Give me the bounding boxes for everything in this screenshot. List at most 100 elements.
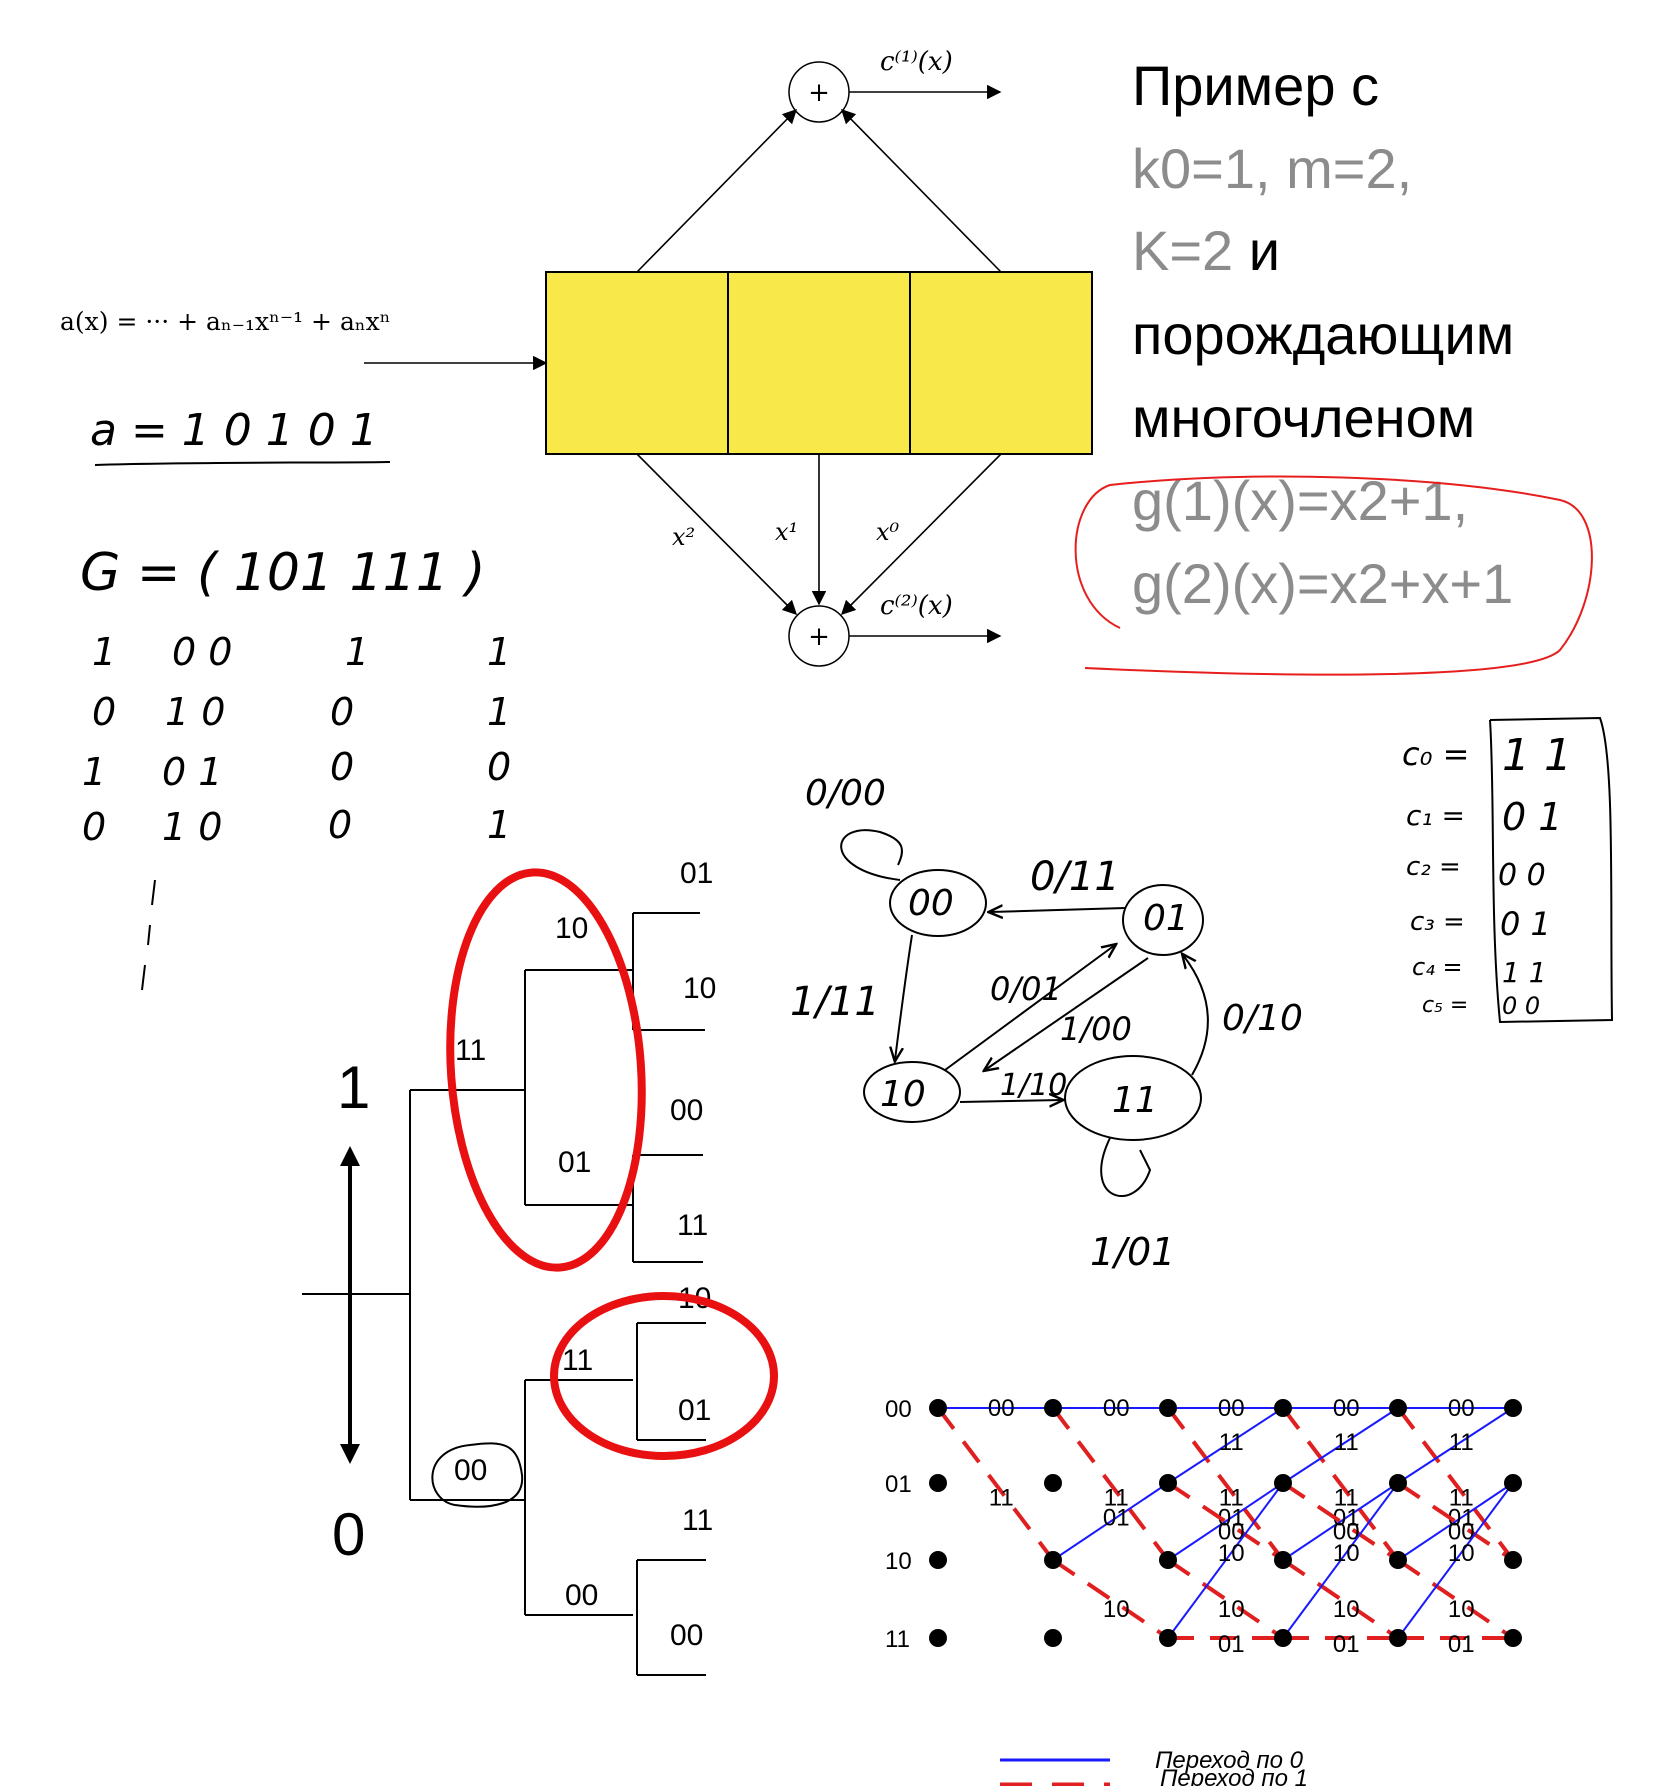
trellis-node <box>929 1551 947 1569</box>
transition-00-10: 1/11 <box>790 979 880 1025</box>
zero-transition-edge <box>1167 1482 1284 1639</box>
trellis-node <box>1504 1474 1522 1492</box>
trellis-node <box>1044 1629 1062 1647</box>
zero-transition-edge <box>1167 1407 1284 1484</box>
one-transition-edge <box>1166 1406 1285 1562</box>
one-transition-edge <box>1396 1558 1515 1640</box>
shift-register <box>545 271 1093 455</box>
a-equation: a = 1 0 1 0 1 <box>90 405 378 456</box>
matrix-r1-c4: 1 <box>487 630 511 674</box>
tree-highlight-upper <box>446 868 646 1272</box>
trellis-edge-output: 01 <box>1448 1631 1475 1658</box>
trellis-node <box>1274 1629 1292 1647</box>
state-00 <box>889 869 987 937</box>
state-diagram <box>840 829 1209 1197</box>
title-line-1: Пример с <box>1132 54 1379 117</box>
trellis-node <box>1044 1551 1062 1569</box>
trellis-edge-output: 10 <box>1218 1540 1245 1567</box>
one-transition-edge <box>1051 1558 1170 1640</box>
trellis-node <box>1504 1551 1522 1569</box>
c4-value: 1 1 <box>1502 956 1547 989</box>
output-1-label: c⁽¹⁾(x) <box>880 47 953 77</box>
matrix-r3-c3: 0 <box>330 745 354 789</box>
tree-label-11b: 11 <box>562 1344 593 1377</box>
tree-label-10: 10 <box>555 912 588 945</box>
c2-value: 0 0 <box>1498 858 1546 893</box>
tap-x0: x⁰ <box>876 518 900 546</box>
c1-value: 0 1 <box>1502 795 1562 839</box>
c3-value: 0 1 <box>1500 905 1551 943</box>
trellis-edge-output: 00 <box>1448 1395 1475 1422</box>
c2-label: c₂ = <box>1406 852 1461 882</box>
matrix-r3-c2: 0 1 <box>162 750 222 794</box>
adder-bottom-plus: + <box>808 622 830 652</box>
trellis-state-label: 01 <box>885 1471 912 1498</box>
code-tree-labels: 1 0 11 00 10 01 11 00 01 10 00 11 10 01 … <box>332 857 716 1652</box>
trellis-node <box>1504 1399 1522 1417</box>
trellis-edge-output: 10 <box>1333 1596 1360 1623</box>
state-01-label: 01 <box>1143 898 1189 939</box>
tree-one-label: 1 <box>337 1054 370 1121</box>
tree-out-01b: 01 <box>678 1394 711 1427</box>
trellis-edge-output: 10 <box>1448 1596 1475 1623</box>
trellis-node <box>929 1474 947 1492</box>
trellis-node <box>1044 1399 1062 1417</box>
trellis-node <box>929 1629 947 1647</box>
tree-highlights <box>446 868 778 1460</box>
trellis-edge-output: 10 <box>1333 1540 1360 1567</box>
trellis-node <box>1389 1629 1407 1647</box>
one-transition-edge <box>1281 1406 1400 1562</box>
trellis-node <box>1389 1399 1407 1417</box>
c1-label: c₁ = <box>1406 799 1465 832</box>
trellis-node <box>1389 1551 1407 1569</box>
trellis-edge-output: 11 <box>1334 1485 1359 1512</box>
trellis-diagram: 0011001101100011011011001001001101101100… <box>885 1395 1522 1658</box>
c5-label: c₅ = <box>1422 993 1468 1018</box>
transition-11-self: 1/01 <box>1090 1230 1175 1274</box>
tree-out-11b: 11 <box>682 1504 713 1537</box>
c4-label: c₄ = <box>1412 953 1463 981</box>
matrix-r2-c4: 1 <box>487 690 511 734</box>
trellis-edge-output: 11 <box>1219 1485 1244 1512</box>
trellis-node <box>1159 1399 1177 1417</box>
trellis-edge-output: 11 <box>1449 1429 1474 1456</box>
one-transition-edge <box>1396 1481 1515 1562</box>
tree-out-11: 11 <box>677 1209 708 1242</box>
one-transition-edge <box>936 1406 1055 1562</box>
trellis-edge-output: 11 <box>1219 1429 1244 1456</box>
trellis-edge-output: 10 <box>1448 1540 1475 1567</box>
trellis-node <box>1504 1629 1522 1647</box>
matrix-r2-c2: 1 0 <box>165 690 225 734</box>
trellis-edge-output: 00 <box>1333 1395 1360 1422</box>
params-and: и <box>1233 219 1280 282</box>
trellis-edge-output: 10 <box>1218 1596 1245 1623</box>
transition-11-01: 0/10 <box>1222 998 1303 1039</box>
params-line-1: k0=1, m=2, <box>1132 137 1412 200</box>
tree-label-01: 01 <box>558 1146 591 1179</box>
params-k: K=2 <box>1132 219 1233 282</box>
trellis-edge-output: 11 <box>1104 1485 1129 1512</box>
trellis-state-label: 10 <box>885 1548 912 1575</box>
trellis-state-label: 00 <box>885 1396 912 1423</box>
trellis-edge-output: 01 <box>1333 1631 1360 1658</box>
matrix-r2-c1: 0 <box>92 690 116 734</box>
polynomials-highlight-loop <box>1074 475 1593 676</box>
zero-transition-edge <box>1397 1482 1514 1639</box>
tree-hand-circle-00 <box>431 1442 524 1508</box>
one-transition-edge <box>1281 1481 1400 1562</box>
transition-10-11: 1/10 <box>1000 1068 1067 1103</box>
title-line-3: порождающим <box>1132 303 1514 366</box>
polynomial-2: g(2)(x)=x2+x+1 <box>1132 552 1513 615</box>
trellis-node <box>1159 1474 1177 1492</box>
zero-transition-edge <box>1397 1407 1514 1484</box>
c3-label: c₃ = <box>1410 907 1465 937</box>
one-transition-edge <box>1166 1558 1285 1640</box>
state-10-label: 10 <box>880 1074 926 1115</box>
trellis-node <box>1159 1629 1177 1647</box>
trellis-edge-output: 00 <box>1218 1395 1245 1422</box>
matrix-r1-c2: 0 0 <box>172 630 232 674</box>
trellis-edge-output: 01 <box>1218 1631 1245 1658</box>
state-01 <box>1122 884 1204 956</box>
encoder-diagram: a(x) = ··· + aₙ₋₁xⁿ⁻¹ + aₙxⁿ + c⁽¹⁾(x) +… <box>60 47 1093 667</box>
